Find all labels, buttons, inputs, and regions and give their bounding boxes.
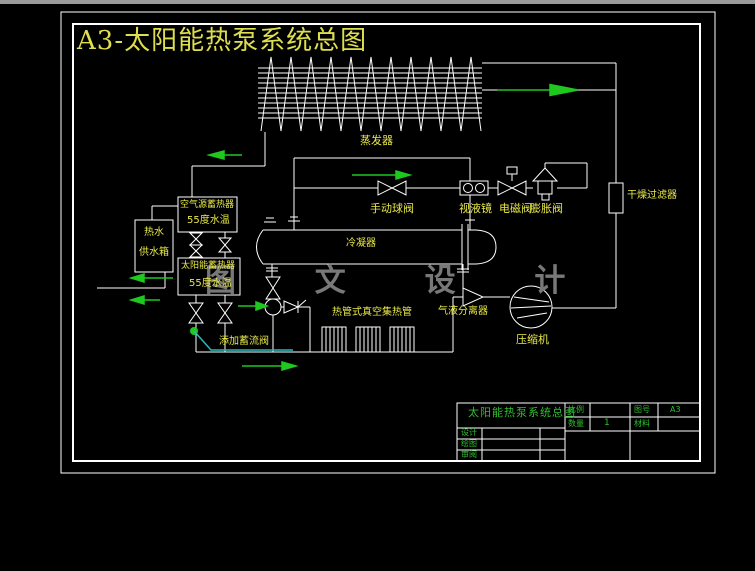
air-source-tank-box xyxy=(177,196,238,233)
title-block-grid xyxy=(456,402,701,462)
solenoid-valve-label: 电磁阀 xyxy=(499,202,532,215)
flow-arrow-supply-out xyxy=(128,272,173,284)
window-border-top xyxy=(0,0,755,4)
flow-arrow-left-tank xyxy=(206,150,242,160)
compressor-label: 压缩机 xyxy=(516,333,549,346)
charging-valve-leader xyxy=(193,330,293,351)
pump-icon xyxy=(264,298,282,316)
solenoid-valve-icon xyxy=(497,174,527,196)
solar-tank-label-line2: 55度水温 xyxy=(189,278,232,289)
drawing-frame xyxy=(60,11,716,474)
vacuum-collector-blocks xyxy=(321,326,415,353)
flow-arrow-collector-loop xyxy=(242,361,299,371)
solar-tank-box xyxy=(177,257,241,296)
drawing-no-label: 图号 xyxy=(634,405,650,414)
valve-symbols xyxy=(377,166,624,214)
flow-arrow-pump-inlet xyxy=(238,300,270,312)
material-label: 材料 xyxy=(634,419,650,428)
expansion-valve-icon xyxy=(531,167,559,182)
title-block-draft-label: 绘图 xyxy=(461,439,477,448)
flange-ticks xyxy=(264,216,475,273)
storage-tanks xyxy=(134,196,241,296)
gas-liquid-separator-label: 气液分离器 xyxy=(438,306,488,317)
hot-water-tank-label-line1: 热水 xyxy=(144,227,164,238)
filter-drier-label: 干燥过滤器 xyxy=(627,190,677,201)
drawing-no-value: A3 xyxy=(670,405,681,414)
filter-drier-icon xyxy=(608,182,624,214)
check-valve-icon xyxy=(283,299,307,314)
tank-valves xyxy=(188,232,307,324)
hot-water-tank-box xyxy=(134,219,174,273)
vacuum-collector-label: 热管式真空集热管 xyxy=(332,307,412,318)
air-source-tank-label-line2: 55度水温 xyxy=(187,215,230,226)
evaporator-coil xyxy=(258,56,482,132)
expansion-valve-label: 膨胀阀 xyxy=(530,202,563,215)
manual-ball-valve-icon xyxy=(377,180,407,196)
title-block-review-label: 审阅 xyxy=(461,450,477,459)
solar-tank-label-line1: 太阳能蓄热器 xyxy=(181,261,236,271)
scale-label: 比例 xyxy=(568,405,584,414)
quantity-value: 1 xyxy=(604,418,610,428)
manual-ball-valve-label: 手动球阀 xyxy=(370,202,414,215)
flow-arrow-supply-out2 xyxy=(128,294,160,306)
gas-liquid-separator-icon xyxy=(462,287,485,307)
evaporator-label: 蒸发器 xyxy=(360,134,393,147)
separator-compressor xyxy=(462,285,553,329)
air-source-tank-label-line1: 空气源蓄热器 xyxy=(180,200,235,210)
condenser-shell xyxy=(256,224,497,270)
hot-water-tank-label-line2: 供水箱 xyxy=(139,247,169,258)
title-block-design-label: 设计 xyxy=(461,428,477,437)
sight-glass-label: 视液镜 xyxy=(459,202,492,215)
flow-arrows xyxy=(128,83,579,371)
charging-valve-label: 添加蓄流阀 xyxy=(219,336,269,347)
page-title: A3-太阳能热泵系统总图 xyxy=(77,26,368,56)
flow-arrow-liquid-line xyxy=(352,170,413,180)
flow-arrow-right-evaporator xyxy=(497,83,579,97)
quantity-label: 数量 xyxy=(568,419,584,428)
watermark-text: 图 文 设 计 xyxy=(205,263,600,299)
condenser-label: 冷凝器 xyxy=(346,238,376,249)
title-block-drawing-name: 太阳能热泵系统总图 xyxy=(468,406,576,419)
